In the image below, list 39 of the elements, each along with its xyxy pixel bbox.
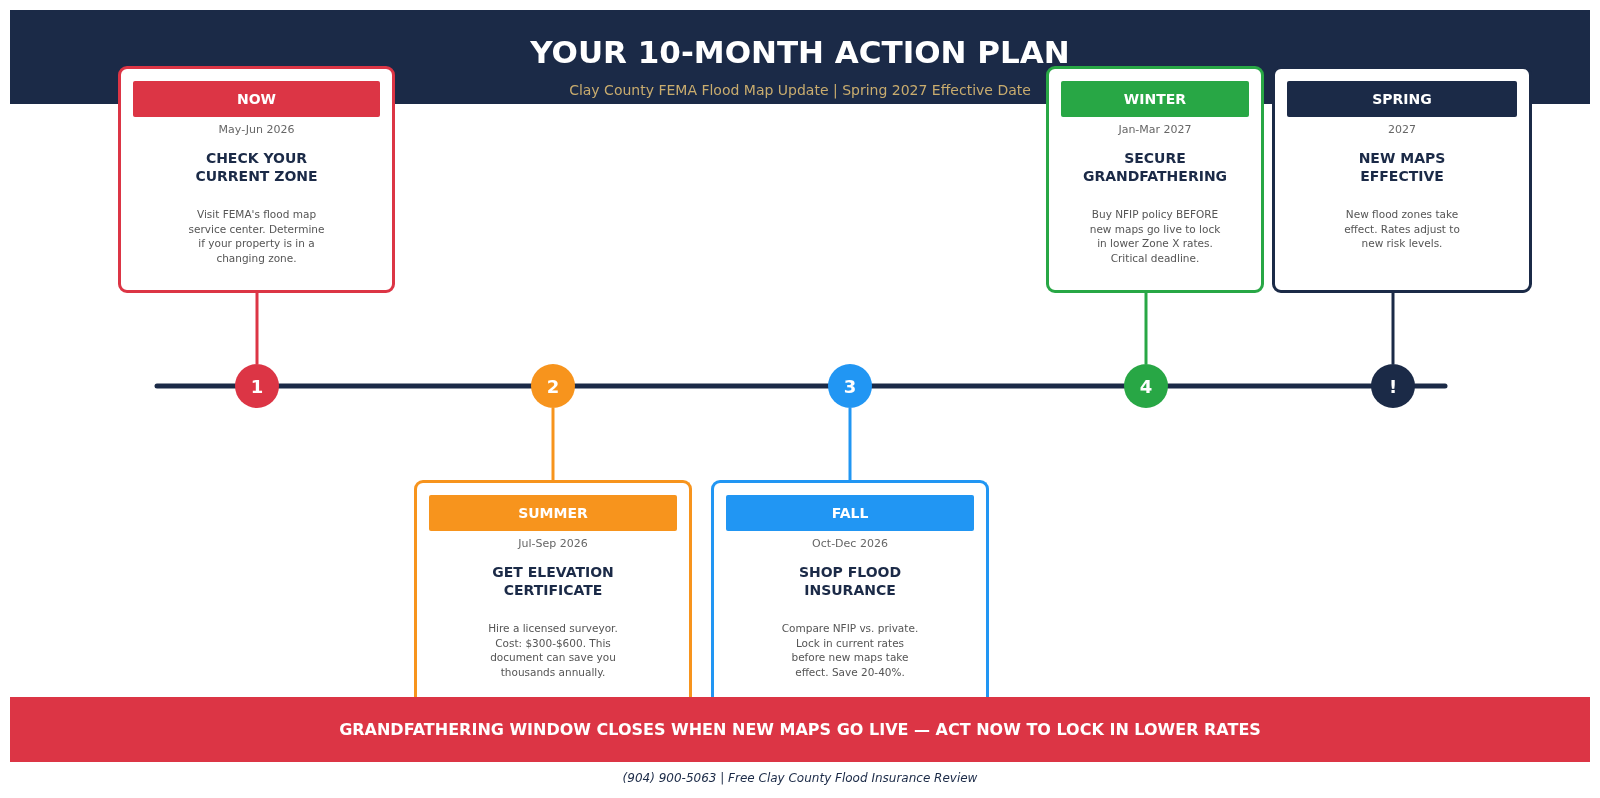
connector-line [848,408,852,480]
warning-banner: GRANDFATHERING WINDOW CLOSES WHEN NEW MAPS GO LIVE — ACT NOW TO LOCK IN LOWER RATES [10,697,1590,762]
step-heading: GET ELEVATION CERTIFICATE [491,564,615,599]
step-circle: ! [1371,364,1415,408]
step-description: New flood zones take effect. Rates adjust to new risk levels. [1343,207,1461,252]
connector-line [551,408,555,480]
phase-label: SPRING [1287,81,1517,117]
date-text: May-Jun 2026 [218,123,295,136]
date-text: 2027 [1388,123,1416,136]
phase-label: FALL [726,495,974,531]
timeline-card [118,66,395,293]
title: YOUR 10-MONTH ACTION PLAN [529,34,1071,70]
step-heading: CHECK YOUR CURRENT ZONE [194,150,319,185]
date-text: Jan-Mar 2027 [1118,123,1192,136]
phase-label: NOW [133,81,380,117]
step-description: Buy NFIP policy BEFORE new maps go live to lock in lower Zone X rates. Critical deadline. [1088,207,1222,266]
step-circle: 2 [531,364,575,408]
date-text: Jul-Sep 2026 [518,537,588,550]
step-description: Compare NFIP vs. private. Lock in current rates before new maps take effect. Save 20-40%. [780,621,920,680]
phase-label: WINTER [1061,81,1249,117]
step-circle: 4 [1124,364,1168,408]
date-text: Oct-Dec 2026 [812,537,888,550]
step-circle: 3 [828,364,872,408]
footer-text: (904) 900-5063 | Free Clay County Flood Insurance Review [621,771,979,785]
phase-label: SUMMER [429,495,677,531]
step-description: Hire a licensed surveyor. Cost: $300-$600. This document can save you thousands annually. [487,621,619,680]
subtitle: Clay County FEMA Flood Map Update | Spring 2027 Effective Date [568,82,1032,98]
connector-line [1144,293,1148,364]
connector-line [255,293,259,364]
timeline-card [711,480,989,697]
step-description: Visit FEMA's flood map service center. Determine if your property is in a changing zone. [187,207,326,266]
timeline-card [1272,66,1532,293]
timeline-card [414,480,692,697]
step-heading: SECURE GRANDFATHERING [1081,150,1229,185]
timeline-card [1046,66,1264,293]
step-heading: NEW MAPS EFFECTIVE [1357,150,1447,185]
connector-line [1391,293,1395,364]
step-circle: 1 [235,364,279,408]
step-heading: SHOP FLOOD INSURANCE [797,564,903,599]
